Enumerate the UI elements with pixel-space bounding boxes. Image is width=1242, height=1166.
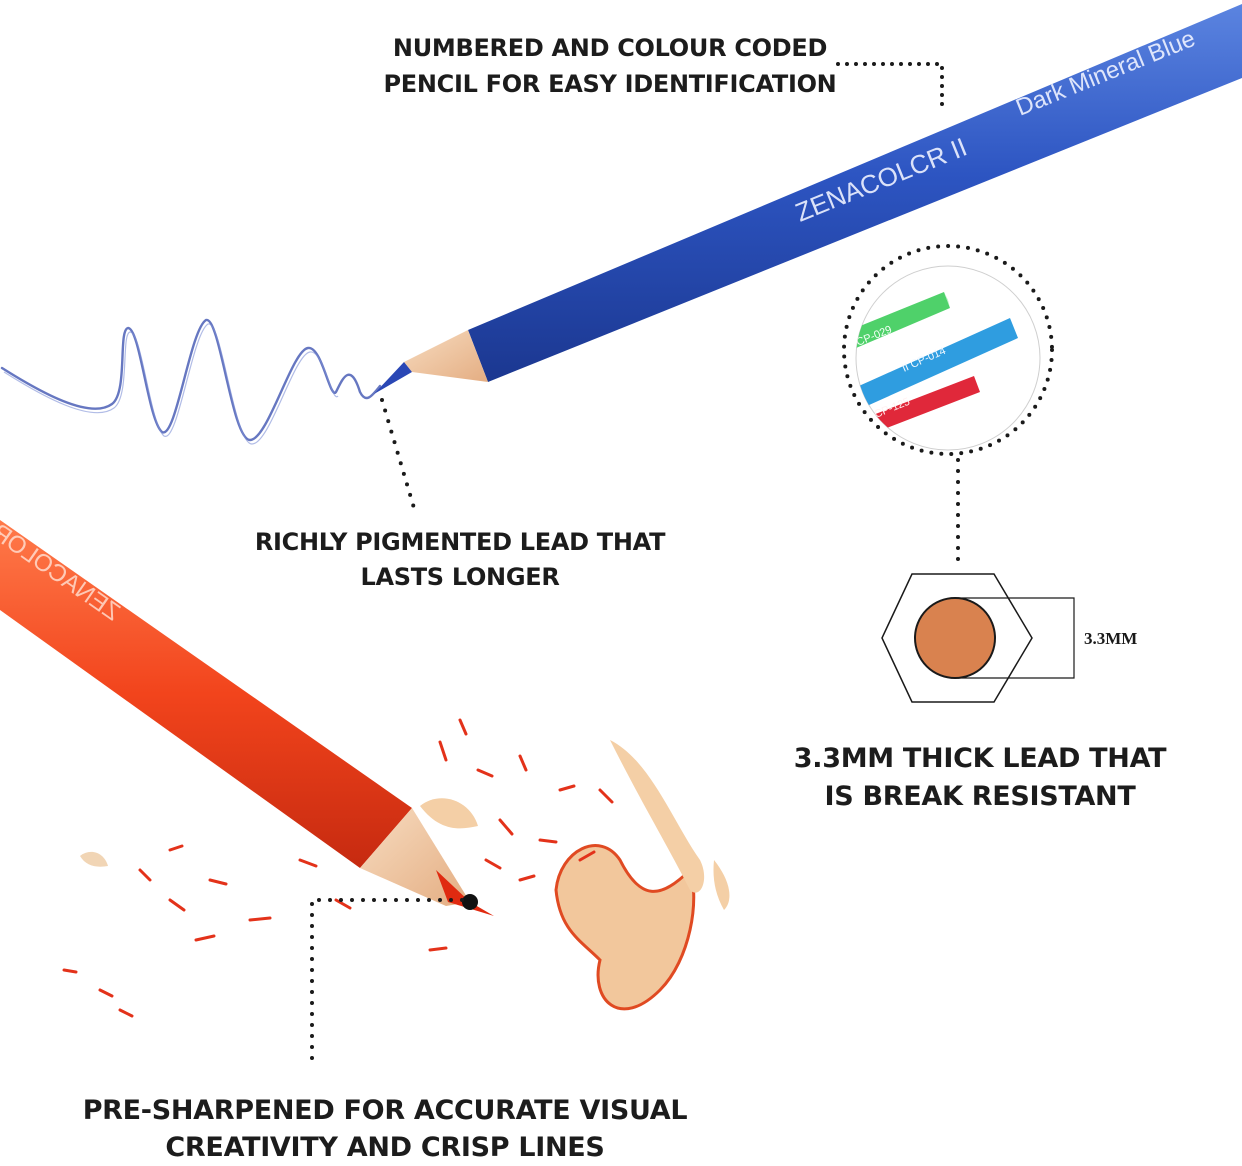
dimension-bracket	[955, 597, 1075, 679]
lead-measurement-label: 3.3MM	[1084, 629, 1137, 648]
caption-line: IS BREAK RESISTANT	[824, 781, 1136, 812]
hexagon-outline	[881, 573, 1033, 703]
pencil-shavings	[80, 740, 730, 1011]
caption-line: LASTS LONGER	[360, 563, 560, 591]
caption-line: PRE-SHARPENED FOR ACCURATE VISUAL	[82, 1095, 688, 1126]
caption-richly-pigmented: RICHLY PIGMENTED LEAD THAT LASTS LONGER	[200, 525, 720, 595]
blue-pencil-lead	[374, 362, 412, 394]
lead-diameter-diagram: 3.3MM	[881, 573, 1137, 703]
caption-line: 3.3MM THICK LEAD THAT	[793, 743, 1167, 774]
leader-numbered	[836, 62, 944, 114]
inset-pencil-green	[856, 292, 950, 348]
caption-numbered-colour-coded: NUMBERED AND COLOUR CODED PENCIL FOR EAS…	[330, 30, 890, 102]
scribble-stroke	[0, 318, 382, 442]
caption-thick-lead: 3.3MM THICK LEAD THAT IS BREAK RESISTANT	[760, 740, 1200, 816]
inset-pencil-blue	[856, 318, 1018, 410]
blue-pencil-wood-tip	[404, 330, 488, 382]
red-pencil-body	[0, 520, 412, 868]
caption-line: NUMBERED AND COLOUR CODED	[392, 34, 828, 62]
tip-marker-dot	[462, 894, 478, 910]
caption-line: PENCIL FOR EASY IDENTIFICATION	[383, 70, 837, 98]
leader-sharpened	[310, 898, 464, 1066]
caption-pre-sharpened: PRE-SHARPENED FOR ACCURATE VISUAL CREATI…	[60, 1092, 710, 1166]
blue-pencil-body	[468, 4, 1242, 382]
caption-line: RICHLY PIGMENTED LEAD THAT	[254, 528, 666, 556]
inset-pencils-circle: CP-029 II CP-014 CP-125	[842, 244, 1054, 456]
caption-line: CREATIVITY AND CRISP LINES	[165, 1132, 605, 1163]
leader-pigmented	[380, 398, 416, 510]
inset-pencil-red	[860, 376, 980, 436]
lead-cross-section	[914, 597, 996, 679]
